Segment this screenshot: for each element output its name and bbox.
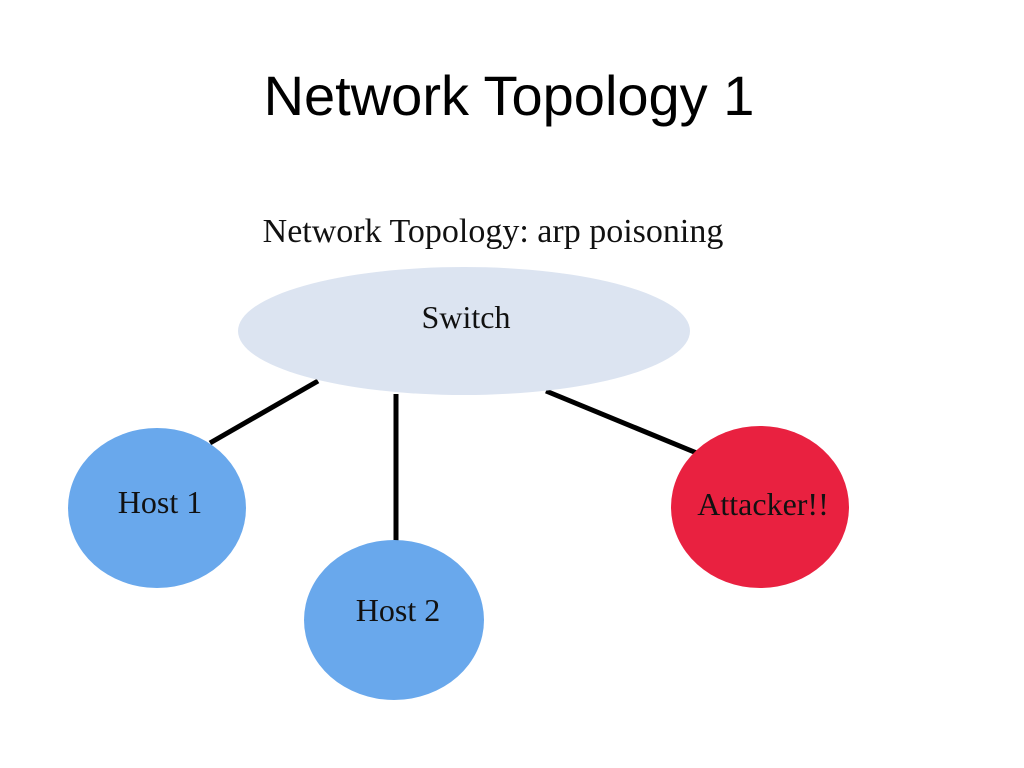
link-switch-attacker (545, 388, 705, 459)
host2-shape (304, 540, 484, 700)
attacker-shape (671, 426, 849, 588)
host1-label: Host 1 (118, 484, 202, 520)
host2-label: Host 2 (356, 592, 440, 628)
attacker-label: Attacker!! (697, 486, 828, 522)
diagram-caption: Network Topology: arp poisoning (263, 213, 724, 250)
switch-node[interactable]: Switch (238, 267, 690, 395)
attacker-node[interactable]: Attacker!! (671, 426, 849, 588)
host1-shape (68, 428, 246, 588)
link-switch-host1 (208, 378, 320, 446)
host2-node[interactable]: Host 2 (304, 540, 484, 700)
slide-title: Network Topology 1 (263, 64, 755, 127)
host1-node[interactable]: Host 1 (68, 428, 246, 588)
switch-label: Switch (422, 299, 511, 335)
switch-shape (238, 267, 690, 395)
